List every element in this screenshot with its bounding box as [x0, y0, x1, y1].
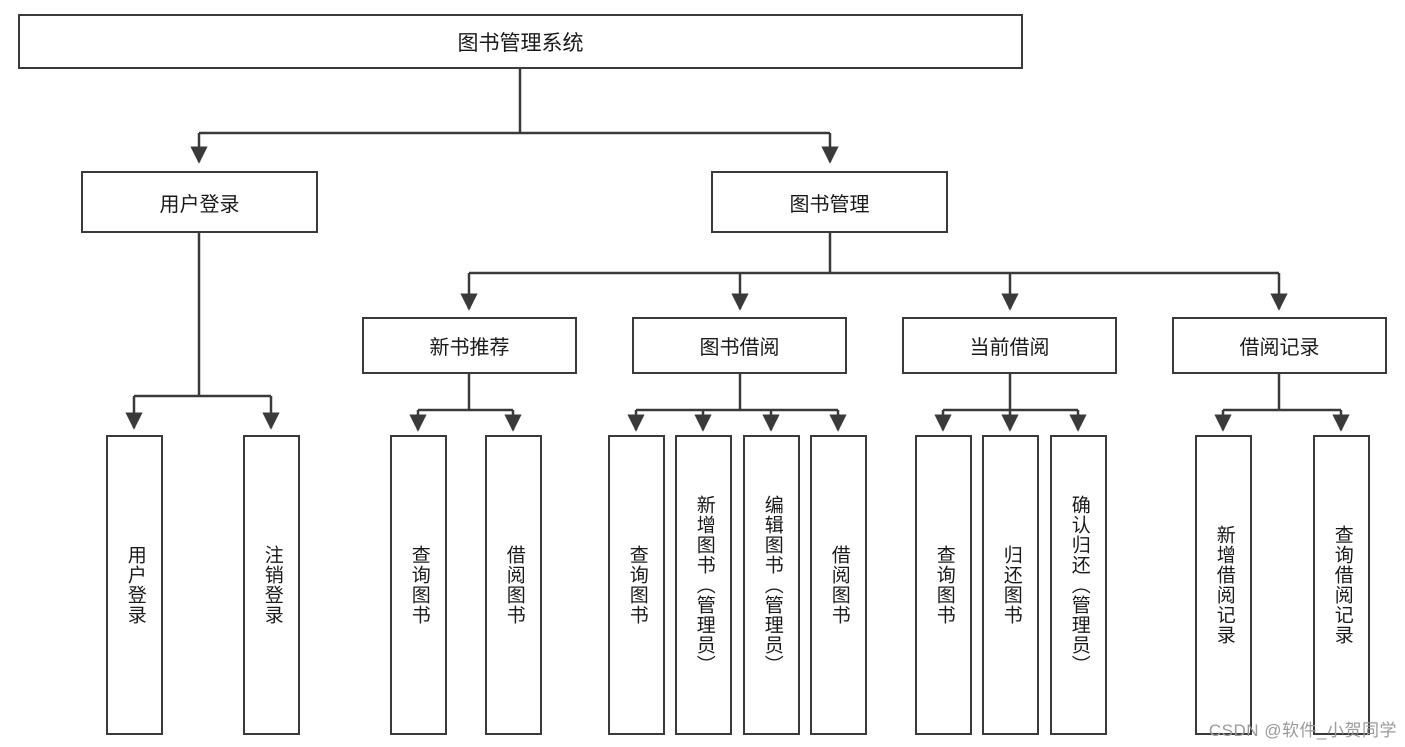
leaf-edit-book[interactable]: 编辑图书（管理员）: [743, 435, 800, 735]
node-user-login[interactable]: 用户登录: [81, 171, 318, 233]
leaf-borrow-book-2[interactable]: 借阅图书: [810, 435, 867, 735]
leaf-confirm-return[interactable]: 确认归还（管理员）: [1050, 435, 1107, 735]
leaf-query-book-2[interactable]: 查询图书: [608, 435, 665, 735]
watermark: CSDN @软件_小贺同学: [1208, 721, 1397, 740]
leaf-query-book-2-label: 查询图书: [626, 545, 648, 625]
node-root[interactable]: 图书管理系统: [18, 14, 1023, 69]
node-book-borrow[interactable]: 图书借阅: [632, 317, 847, 374]
leaf-edit-book-label: 编辑图书（管理员）: [761, 495, 783, 675]
node-borrow-record-label: 借阅记录: [1239, 337, 1320, 359]
node-new-book-recommend[interactable]: 新书推荐: [362, 317, 577, 374]
node-book-management[interactable]: 图书管理: [711, 171, 948, 233]
leaf-query-book-1[interactable]: 查询图书: [390, 435, 447, 735]
leaf-add-book[interactable]: 新增图书（管理员）: [675, 435, 732, 735]
leaf-add-book-label: 新增图书（管理员）: [693, 495, 715, 675]
leaf-return-book[interactable]: 归还图书: [982, 435, 1039, 735]
node-new-book-recommend-label: 新书推荐: [429, 337, 510, 359]
node-root-label: 图书管理系统: [457, 31, 584, 55]
leaf-query-book-1-label: 查询图书: [408, 545, 430, 625]
node-book-borrow-label: 图书借阅: [699, 337, 780, 359]
leaf-query-record-label: 查询借阅记录: [1331, 525, 1353, 645]
leaf-confirm-return-label: 确认归还（管理员）: [1068, 495, 1090, 675]
leaf-user-logout[interactable]: 注销登录: [243, 435, 300, 735]
leaf-user-login[interactable]: 用户登录: [106, 435, 163, 735]
leaf-query-book-3-label: 查询图书: [933, 545, 955, 625]
node-user-login-label: 用户登录: [159, 193, 240, 216]
leaf-add-record-label: 新增借阅记录: [1213, 525, 1235, 645]
node-current-borrow[interactable]: 当前借阅: [902, 317, 1117, 374]
node-borrow-record[interactable]: 借阅记录: [1172, 317, 1387, 374]
leaf-borrow-book-1-label: 借阅图书: [503, 545, 525, 625]
leaf-query-book-3[interactable]: 查询图书: [915, 435, 972, 735]
leaf-user-login-label: 用户登录: [124, 545, 146, 625]
node-book-management-label: 图书管理: [789, 193, 870, 216]
leaf-borrow-book-1[interactable]: 借阅图书: [485, 435, 542, 735]
leaf-add-record[interactable]: 新增借阅记录: [1195, 435, 1252, 735]
node-current-borrow-label: 当前借阅: [969, 337, 1050, 359]
leaf-borrow-book-2-label: 借阅图书: [828, 545, 850, 625]
leaf-user-logout-label: 注销登录: [261, 545, 283, 625]
leaf-return-book-label: 归还图书: [1000, 545, 1022, 625]
leaf-query-record[interactable]: 查询借阅记录: [1313, 435, 1370, 735]
